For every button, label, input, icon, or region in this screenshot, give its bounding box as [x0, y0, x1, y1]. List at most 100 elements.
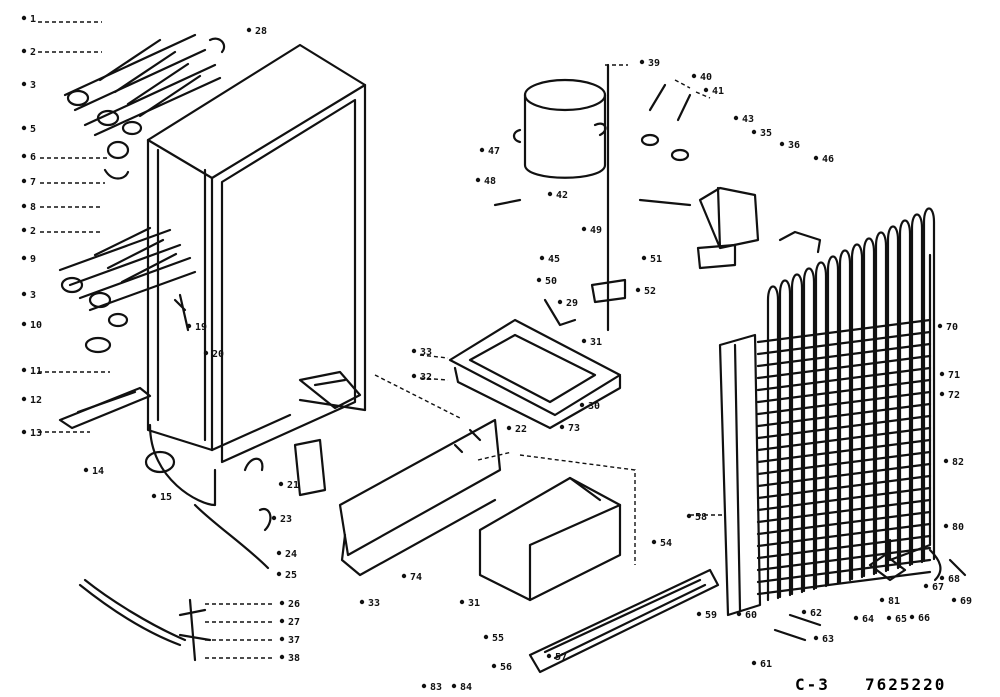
callout-number: 2	[30, 47, 36, 58]
callout-dot	[581, 226, 587, 232]
callout-number: 24	[285, 549, 297, 560]
coil-wire	[756, 330, 932, 356]
callout-number: 51	[650, 254, 662, 265]
callout-number: 72	[948, 390, 960, 401]
callout-dot	[421, 683, 427, 689]
callout-number: 32	[420, 372, 432, 383]
callout-number: 2	[30, 226, 36, 237]
callout-dot	[459, 599, 465, 605]
coil-wire	[756, 510, 932, 536]
callout-number: 52	[644, 286, 656, 297]
callout-dot	[21, 15, 27, 21]
callout-dot	[21, 255, 27, 261]
callout-dot	[271, 515, 277, 521]
callout-dot	[813, 635, 819, 641]
condenser-hardware	[773, 548, 967, 642]
callout-dot	[451, 683, 457, 689]
callout-dot	[278, 481, 284, 487]
callout-dot	[401, 573, 407, 579]
compressor-base	[448, 318, 622, 430]
callout-dot	[581, 338, 587, 344]
callout-dot	[651, 539, 657, 545]
coil-frame	[888, 253, 932, 562]
callout-number: 22	[515, 424, 527, 435]
callout-number: 37	[288, 635, 300, 646]
callout-dot	[909, 614, 915, 620]
callout-number: 84	[460, 682, 472, 693]
callout-number: 25	[285, 570, 297, 581]
callout-number: 6	[30, 152, 36, 163]
callout-number: 30	[588, 401, 600, 412]
drawing-number-label: 7625220	[865, 675, 946, 694]
coil-loop	[898, 219, 912, 569]
callout-dot	[557, 299, 563, 305]
callout-number: 31	[468, 598, 480, 609]
callout-number: 82	[952, 457, 964, 468]
callout-dot	[279, 618, 285, 624]
callout-dot	[479, 147, 485, 153]
callout-number: 64	[862, 614, 874, 625]
callout-number: 3	[30, 290, 36, 301]
callout-number: 67	[932, 582, 944, 593]
coil-wire	[756, 366, 932, 392]
coil-wire	[756, 342, 932, 368]
callout-dot	[279, 636, 285, 642]
callout-number: 66	[918, 613, 930, 624]
callout-number: 71	[948, 370, 960, 381]
callout-dot	[276, 550, 282, 556]
callout-number: 61	[760, 659, 772, 670]
callout-dot	[641, 255, 647, 261]
callout-number: 35	[760, 128, 772, 139]
coil-loop	[778, 279, 792, 599]
callout-number: 80	[952, 522, 964, 533]
callout-number: 83	[430, 682, 442, 693]
callout-dot	[21, 203, 27, 209]
callout-number: 63	[822, 634, 834, 645]
coil-wire	[756, 546, 932, 572]
coil-loop	[910, 213, 924, 566]
coil-wire	[756, 390, 932, 416]
callout-number: 1	[30, 14, 36, 25]
callout-dot	[703, 87, 709, 93]
callout-number: 40	[700, 72, 712, 83]
callout-number: 19	[195, 322, 207, 333]
coil-wire	[756, 378, 932, 404]
callout-number: 73	[568, 423, 580, 434]
coil-wire	[756, 318, 932, 344]
coil-loop	[814, 261, 828, 590]
coil-wire	[756, 474, 932, 500]
coil-loop	[922, 207, 936, 563]
compressor-mount-parts	[543, 63, 822, 332]
coil-wire	[756, 426, 932, 452]
coil-loop	[862, 237, 876, 578]
callout-dot	[691, 73, 697, 79]
callout-dot	[186, 323, 192, 329]
callout-number: 62	[810, 608, 822, 619]
callout-dot	[779, 141, 785, 147]
callout-number: 38	[288, 653, 300, 664]
cabinet-tubing	[193, 438, 327, 570]
callout-dot	[879, 597, 885, 603]
callout-number: 8	[30, 202, 36, 213]
coil-loop	[802, 267, 816, 593]
power-cord	[78, 578, 212, 662]
callout-dot	[21, 429, 27, 435]
coil-wire	[756, 402, 932, 428]
callout-dot	[21, 125, 27, 131]
callout-number: 29	[566, 298, 578, 309]
callout-number: 21	[287, 480, 299, 491]
callout-dot	[21, 227, 27, 233]
callout-labels: 1235678293101112131415192820212324252627…	[21, 14, 972, 693]
callout-number: 68	[948, 574, 960, 585]
callout-dot	[21, 291, 27, 297]
callout-number: 26	[288, 599, 300, 610]
callout-number: 14	[92, 466, 104, 477]
callout-dot	[559, 424, 565, 430]
callout-number: 69	[960, 596, 972, 607]
callout-number: 28	[255, 26, 267, 37]
callout-dot	[21, 153, 27, 159]
callout-dot	[279, 654, 285, 660]
callout-number: 13	[30, 428, 42, 439]
callout-number: 43	[742, 114, 754, 125]
